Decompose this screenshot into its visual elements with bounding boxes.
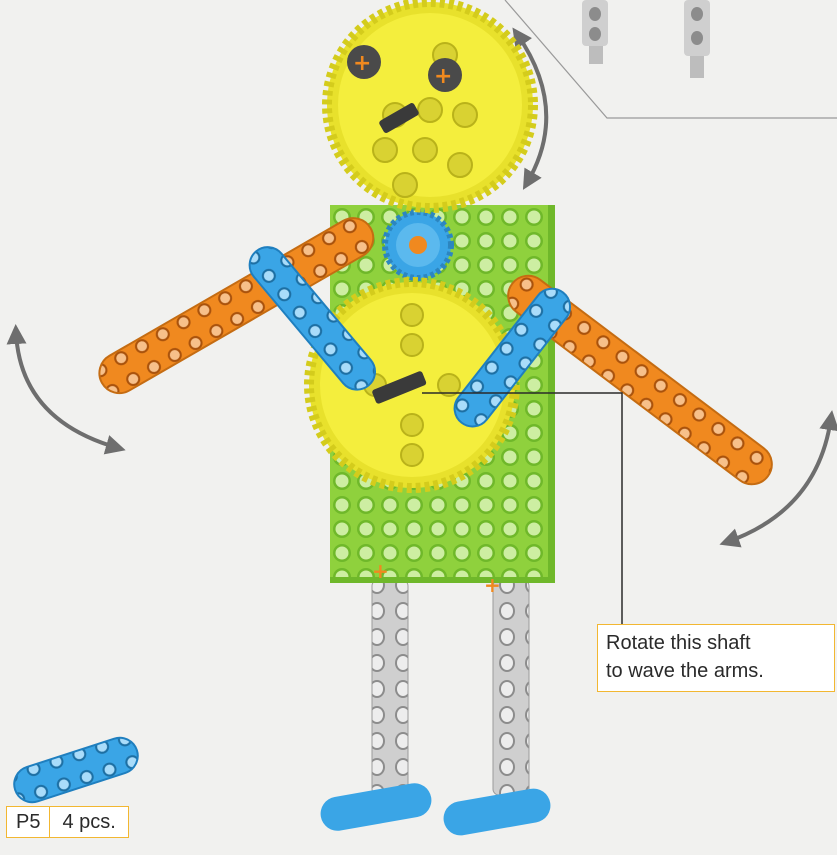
head-gear: + + [327, 2, 533, 208]
inset-panel [505, 0, 837, 118]
left-arm-wave-arrow [16, 332, 118, 448]
callout-line-1: Rotate this shaft [606, 629, 826, 657]
svg-text:+: + [484, 573, 501, 597]
part-id: P5 [7, 807, 49, 837]
svg-text:+: + [372, 559, 389, 583]
parts-list-label: P5 4 pcs. [6, 806, 129, 838]
p5-beam-thumbnail [10, 733, 143, 807]
inset-axle-piece [684, 0, 710, 78]
right-leg-beam [493, 580, 529, 795]
instruction-callout: Rotate this shaft to wave the arms. [597, 624, 835, 692]
svg-text:+: + [434, 64, 452, 89]
small-blue-gear [385, 212, 451, 278]
inset-axle-piece [582, 0, 608, 64]
svg-text:+: + [353, 51, 371, 76]
callout-line-2: to wave the arms. [606, 657, 826, 685]
part-quantity: 4 pcs. [49, 807, 127, 837]
left-leg-beam [372, 580, 408, 795]
